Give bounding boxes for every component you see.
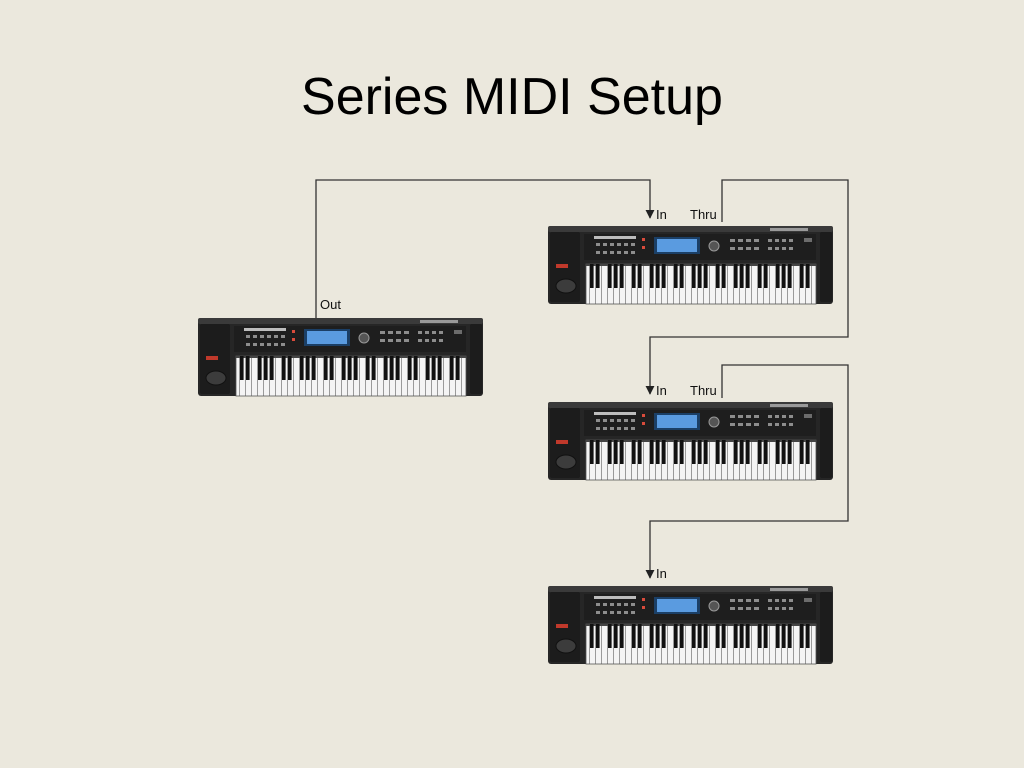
cable-out-to-in-1 (315, 179, 655, 320)
label-out: Out (320, 297, 341, 312)
label-thru-1: Thru (690, 207, 717, 222)
label-in-3: In (656, 566, 667, 581)
label-in-2: In (656, 383, 667, 398)
master-keyboard (197, 317, 484, 397)
slave-keyboard-1 (547, 225, 834, 305)
label-in-1: In (656, 207, 667, 222)
slave-keyboard-3 (547, 585, 834, 665)
label-thru-2: Thru (690, 383, 717, 398)
cable-thru-2-to-in-3 (645, 364, 849, 579)
slave-keyboard-2 (547, 401, 834, 481)
slide-title: Series MIDI Setup (301, 68, 723, 126)
cable-thru-1-to-in-2 (645, 179, 849, 395)
